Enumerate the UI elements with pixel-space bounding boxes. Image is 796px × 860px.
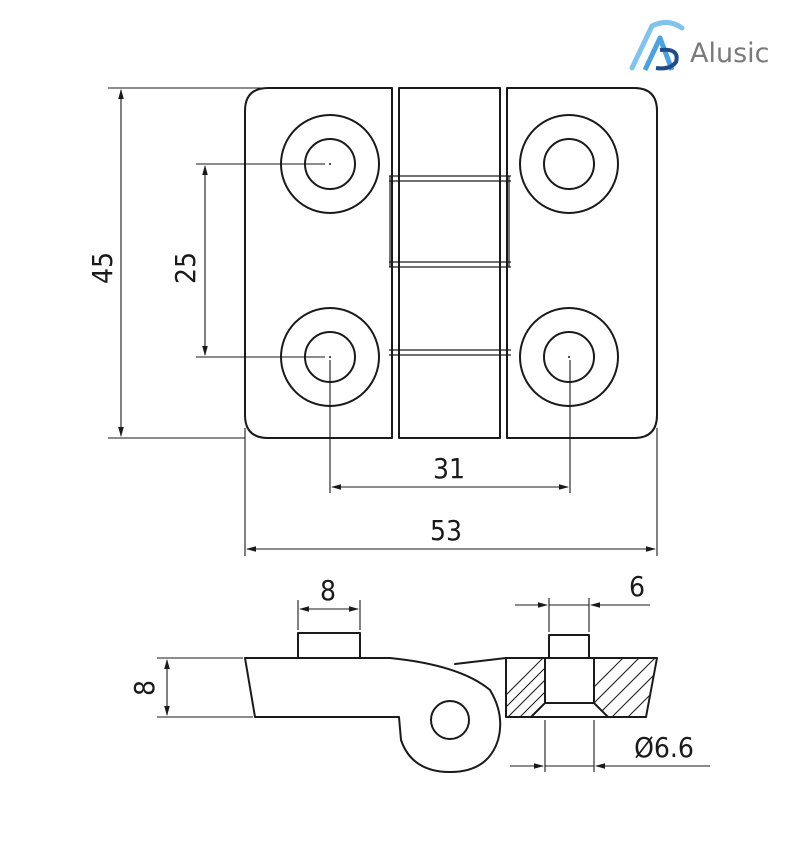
dimension-hole-spacing-vertical-label: 25: [169, 252, 202, 284]
pin-hole: [430, 700, 470, 740]
hinge-top-view: [244, 87, 658, 439]
dimension-height: 45: [86, 87, 265, 439]
dimension-bore-width: 6: [515, 570, 650, 632]
dimension-boss-width: 8: [297, 574, 361, 630]
dimension-thickness-label: 8: [128, 680, 161, 696]
dimension-hole-spacing-vertical: 25: [169, 163, 325, 358]
screw-hole-top-right: [519, 114, 619, 214]
dimension-boss-width-label: 8: [320, 574, 336, 607]
hinge-side-view: [244, 632, 658, 773]
left-leaf: [244, 87, 393, 439]
dimension-thickness: 8: [128, 657, 253, 718]
brand-name: Alusic: [690, 38, 770, 69]
right-leaf-section: [505, 634, 658, 718]
dimension-height-label: 45: [86, 252, 119, 284]
boss: [297, 632, 361, 659]
dimension-bore-diameter: Ø6.6: [510, 720, 710, 772]
dimension-hole-spacing-horizontal-label: 31: [433, 452, 465, 485]
right-leaf: [506, 87, 658, 439]
left-leaf-section: [244, 657, 502, 773]
section-hatch-right: [594, 658, 657, 717]
dimension-bore-width-label: 6: [629, 570, 645, 603]
dimension-hole-spacing-horizontal: 31: [329, 360, 571, 493]
dimension-width-label: 53: [430, 514, 462, 547]
screw-hole-bottom-right: [519, 307, 619, 407]
dimension-bore-diameter-label: Ø6.6: [634, 731, 694, 764]
knuckle-transition: [454, 657, 507, 665]
brand-logo: Alusic: [629, 20, 770, 72]
logo-icon: [629, 20, 685, 72]
knuckle: [389, 87, 511, 439]
section-hatch-left: [506, 658, 545, 717]
dimension-width: 53: [244, 428, 658, 556]
